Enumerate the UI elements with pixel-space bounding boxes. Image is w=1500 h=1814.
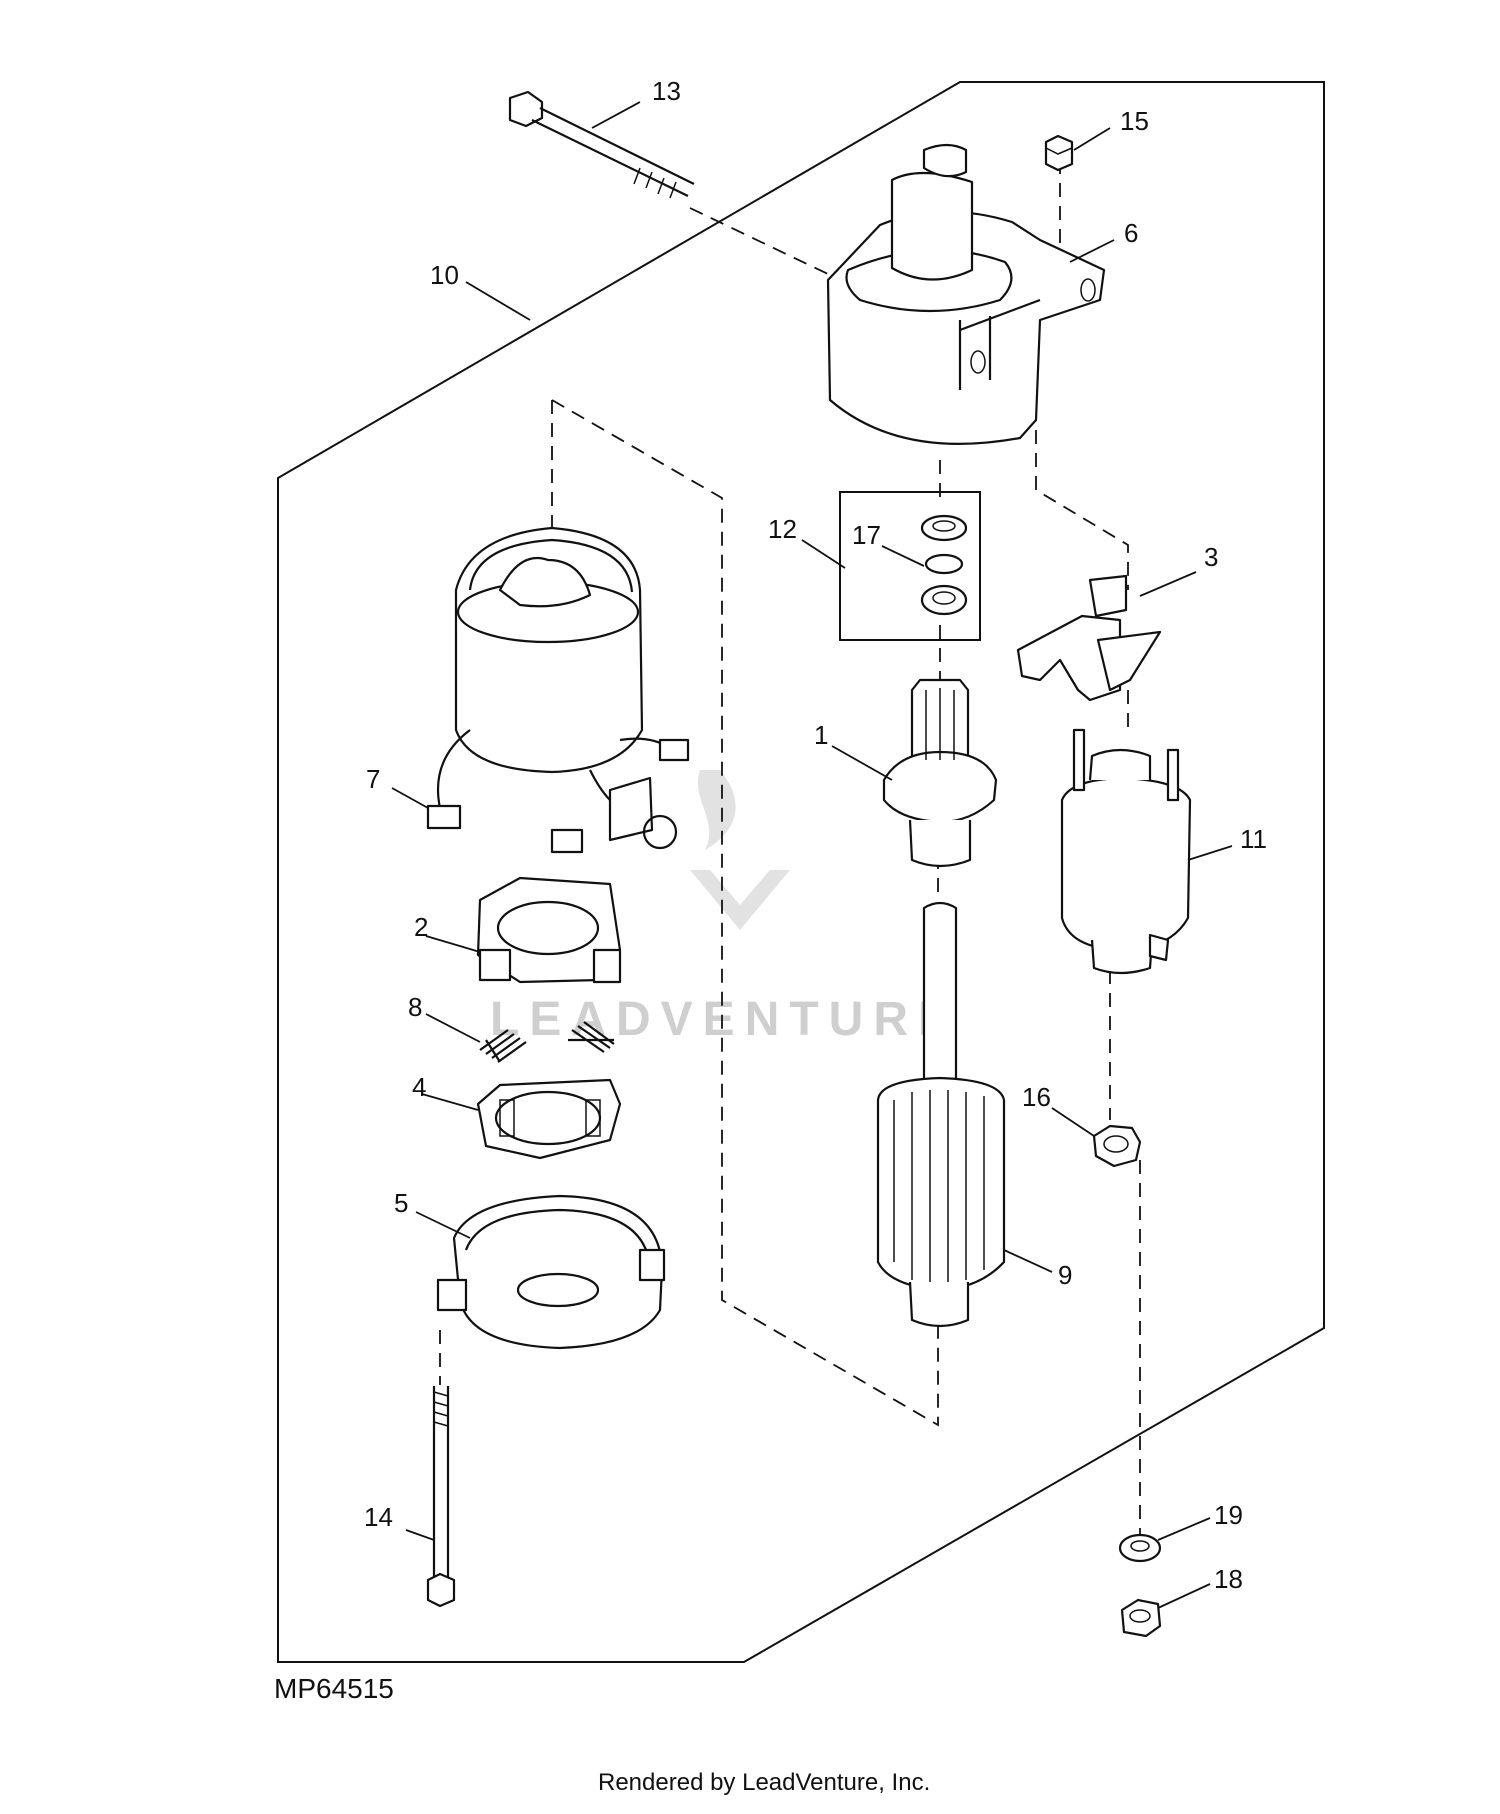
watermark-text: LEADVENTURE [490,993,960,1046]
part-18-nut [1120,1598,1162,1638]
part-16-nut [1092,1124,1142,1168]
part-4-brush-plate [476,1078,622,1160]
callout-12: 12 [768,514,797,544]
callout-labels: 13 15 6 10 12 17 3 1 7 11 2 8 4 16 5 9 1… [364,76,1267,1594]
callout-10: 10 [430,260,459,290]
callout-7: 7 [366,764,380,794]
callout-8: 8 [408,992,422,1022]
callout-18: 18 [1214,1564,1243,1594]
callout-9: 9 [1058,1260,1072,1290]
assembly-lines [439,160,1141,1540]
callout-14: 14 [364,1502,393,1532]
assembly-frame [277,81,1325,1663]
part-8-springs [479,1021,615,1063]
part-2-brush-holder [476,876,622,984]
callout-17: 17 [852,520,881,550]
watermark-logo [690,770,790,930]
part-3-shift-lever [1016,574,1162,702]
part-13-bolt [508,90,695,199]
callout-3: 3 [1204,542,1218,572]
watermark: LEADVENTURE [490,770,960,1046]
callout-6: 6 [1124,218,1138,248]
part-14-through-bolt [426,1386,456,1608]
callout-16: 16 [1022,1082,1051,1112]
part-6-drive-housing [826,143,1106,446]
footer-credit: Rendered by LeadVenture, Inc. [598,1769,930,1796]
part-9-armature [876,901,1006,1328]
part-19-washer [1118,1533,1162,1563]
callout-4: 4 [412,1072,426,1102]
part-11-solenoid [1060,728,1192,975]
callout-5: 5 [394,1188,408,1218]
part-7-field-coil [426,526,690,854]
part-12-kit-box [839,491,981,641]
callout-19: 19 [1214,1500,1243,1530]
part-5-end-frame [436,1194,666,1350]
leader-lines [391,101,1233,1609]
diagram-reference-code: MP64515 [274,1673,394,1704]
part-15-nut [1044,134,1074,172]
callout-13: 13 [652,76,681,106]
part-1-pinion-drive [882,678,998,868]
callout-15: 15 [1120,106,1149,136]
callout-2: 2 [414,912,428,942]
callout-1: 1 [814,720,828,750]
callout-11: 11 [1240,824,1267,854]
